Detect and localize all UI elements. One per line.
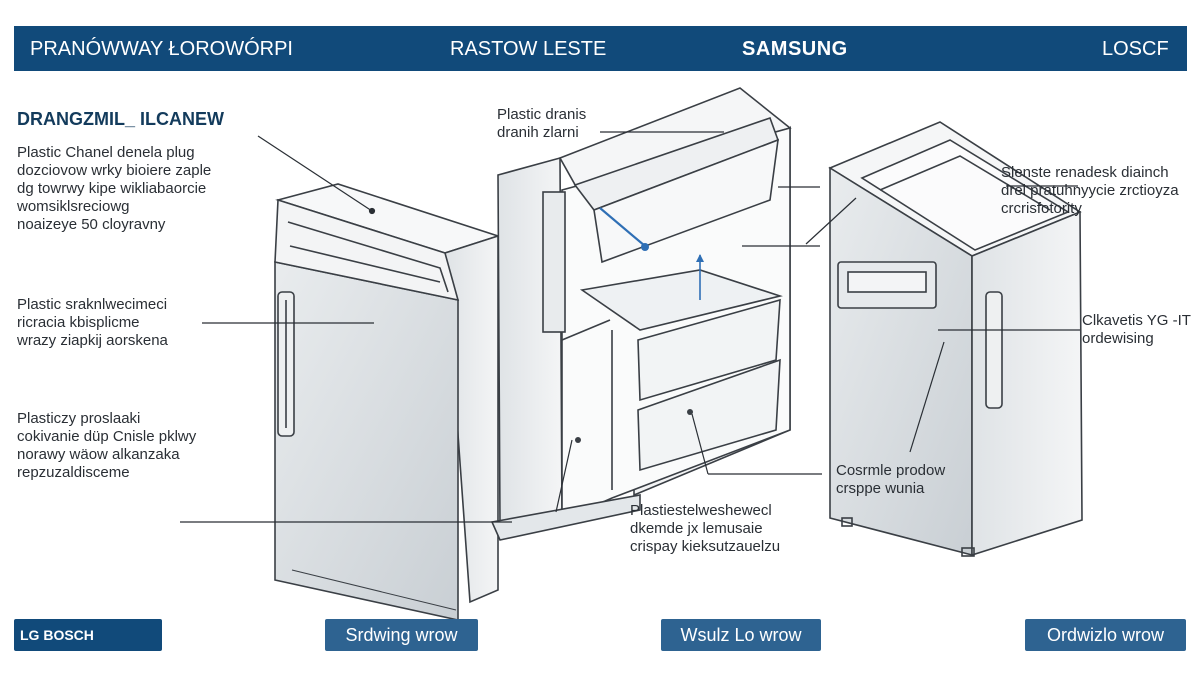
callout-line: wrazy ziapkij aorskena xyxy=(17,332,168,349)
callout-line: Plasticzy proslaaki xyxy=(17,410,141,427)
callout-line: Plastic Chanel denela plug xyxy=(17,144,195,161)
callout-top-compartment: Slenste renadesk diainch drel pratuhnyyc… xyxy=(1001,164,1179,218)
callout-line: Plastic dranis xyxy=(497,106,587,123)
callout-line: ordewising xyxy=(1082,330,1154,347)
center-refrigerator xyxy=(490,87,792,541)
callout-line: crcrisfotority xyxy=(1001,200,1082,217)
brand-logo-text: SAMSUNG xyxy=(742,38,848,60)
header-bar: PRANÓWWAY ŁOROWÓRPI RASTOW LESTE SAMSUNG… xyxy=(14,26,1187,71)
callout-line: crispay kieksutzauelzu xyxy=(630,538,781,555)
callout-line: dozciovow wrky bioiere zaple xyxy=(17,162,212,179)
callout-line: Clkavetis YG -IT xyxy=(1082,312,1191,329)
callout-handle: Clkavetis YG -IT ordewising xyxy=(1082,312,1191,348)
header-center-title: RASTOW LESTE xyxy=(450,38,607,60)
left-refrigerator xyxy=(274,183,501,621)
callout-line: Plastiestelweshewecl xyxy=(630,502,772,519)
header-left-title: PRANÓWWAY ŁOROWÓRPI xyxy=(30,38,293,60)
callout-line: repzuzaldisceme xyxy=(17,464,130,481)
callout-line: dkemde jx lemusaie xyxy=(630,520,763,537)
callout-line: crsppe wunia xyxy=(836,480,925,497)
callout-door-panel: Plastic sraknlwecimeci ricracia kbisplic… xyxy=(17,296,168,350)
callout-line: Cosrmle prodow xyxy=(836,462,946,479)
tab-wsulz[interactable]: Wsulz Lo wrow xyxy=(661,619,821,651)
callout-line: Slenste renadesk diainch xyxy=(1001,164,1169,181)
callout-crisper-drawer: Cosrmle prodow crsppe wunia xyxy=(836,462,945,498)
tab-srdwing[interactable]: Srdwing wrow xyxy=(325,619,478,651)
header-right-title: LOSCF xyxy=(1102,38,1169,60)
callout-line: ricracia kbisplicme xyxy=(17,314,140,331)
callout-crisper-shelf: Plastiestelweshewecl dkemde jx lemusaie … xyxy=(630,502,780,556)
callout-line: dg towrwy kipe wikliabaorcie xyxy=(17,180,207,197)
callout-line: noaizeye 50 cloyravny xyxy=(17,216,166,233)
callout-drain-channel: Plastic dranis dranih zlarni xyxy=(497,106,586,142)
leader-lines xyxy=(180,131,1080,523)
brand-tab: LG BOSCH xyxy=(14,619,162,651)
callout-line: norawy wäow alkanzaka xyxy=(17,446,180,463)
section-title: DRANGZMIL_ ILCANEW xyxy=(17,109,224,129)
callout-line: dranih zlarni xyxy=(497,124,579,141)
tab-ordwizlo[interactable]: Ordwizlo wrow xyxy=(1025,619,1186,651)
callout-line: Plastic sraknlwecimeci xyxy=(17,296,168,313)
callout-lower-hinge: Plasticzy proslaaki cokivanie düp Cnisle… xyxy=(17,410,196,482)
callout-line: drel pratuhnyycie zrctioyza xyxy=(1001,182,1179,199)
callout-line: cokivanie düp Cnisle pklwy xyxy=(17,428,197,445)
right-refrigerator xyxy=(828,121,1083,557)
callout-drain-plug: Plastic Chanel denela plug dozciovow wrk… xyxy=(17,144,211,234)
callout-line: womsiklsreciowg xyxy=(17,198,130,215)
